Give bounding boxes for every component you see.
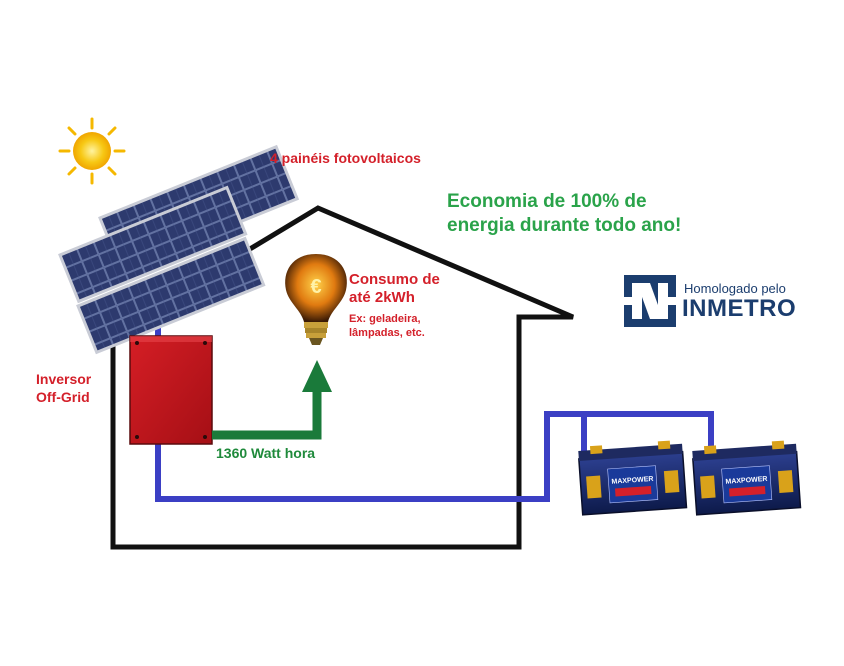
sun-icon	[58, 117, 126, 185]
consumption-line-1: Consumo de	[349, 271, 440, 288]
inmetro-logo-icon	[624, 275, 676, 327]
battery-brand: MAXPOWER	[611, 476, 653, 486]
consumption-label: Consumo de até 2kWh	[349, 271, 440, 307]
battery-brand: MAXPOWER	[725, 476, 767, 486]
example-line-2: lâmpadas, etc.	[349, 327, 425, 339]
house-outline	[110, 205, 574, 550]
example-line-1: Ex: geladeira,	[349, 313, 421, 325]
light-bulb-icon: €	[285, 254, 347, 345]
inmetro-name: INMETRO	[682, 295, 797, 322]
inmetro-badge: Homologado pelo INMETRO	[624, 275, 804, 329]
inverter-line-1: Inversor	[36, 371, 92, 387]
solar-panel-icon	[58, 144, 300, 355]
consumption-line-2: até 2kWh	[349, 289, 415, 306]
inverter-label: Inversor Off-Grid	[36, 370, 91, 406]
battery-icon: MAXPOWER MAXPOWER	[578, 440, 802, 516]
economy-line-1: Economia de 100% de	[447, 191, 647, 212]
panels-label: 4 painéis fotovoltaicos	[270, 150, 421, 166]
inmetro-prefix: Homologado pelo	[684, 281, 786, 296]
svg-text:€: €	[310, 276, 321, 298]
economy-headline: Economia de 100% de energia durante todo…	[447, 190, 681, 238]
inverter-line-2: Off-Grid	[36, 389, 90, 405]
economy-line-2: energia durante todo ano!	[447, 215, 682, 236]
inverter-icon	[129, 335, 213, 445]
euro-icon: €	[310, 276, 321, 298]
example-label: Ex: geladeira, lâmpadas, etc.	[349, 312, 425, 340]
arrow-up-icon	[212, 360, 332, 440]
power-label: 1360 Watt hora	[216, 445, 316, 461]
